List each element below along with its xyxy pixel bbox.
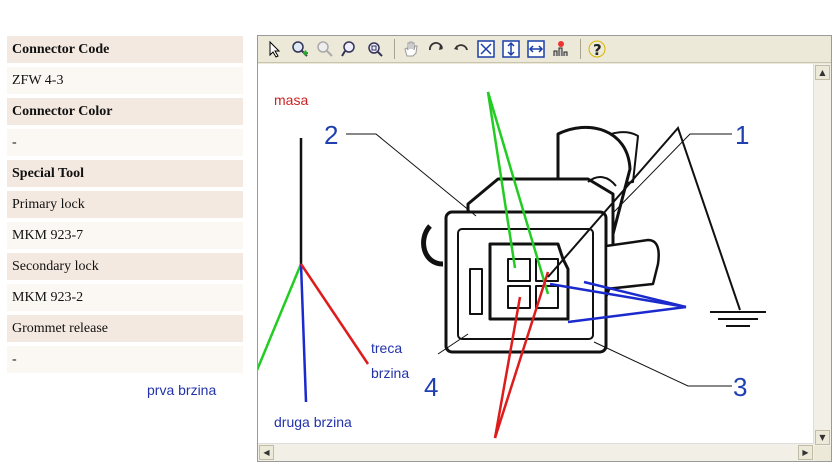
rotate-right-icon xyxy=(454,44,468,51)
info-value-row: ZFW 4-3 xyxy=(7,67,243,94)
info-value-row: MKM 923-2 xyxy=(7,284,243,311)
masa-label: masa xyxy=(274,92,309,108)
diagram-canvas[interactable]: 2 1 3 4 masa treca brzina druga brzina xyxy=(258,64,814,446)
info-value-row: MKM 923-7 xyxy=(7,222,243,249)
fit-all-icon xyxy=(477,40,495,58)
zoom-area-button[interactable] xyxy=(364,38,386,60)
treca-label-line1: treca xyxy=(371,340,403,356)
callout-2: 2 xyxy=(324,120,339,150)
treca-label-line2: brzina xyxy=(371,365,410,381)
toolbar-separator xyxy=(394,39,395,59)
callout-leaders xyxy=(346,133,732,387)
help-icon: ? xyxy=(588,40,606,58)
info-header-row: Connector Color xyxy=(7,98,243,125)
info-value-row: Primary lock xyxy=(7,191,243,218)
horizontal-scrollbar[interactable]: ◀ ▶ xyxy=(258,443,814,461)
tool-button[interactable] xyxy=(550,38,572,60)
fit-height-icon xyxy=(502,40,520,58)
druga-brzina-label: druga brzina xyxy=(274,414,352,430)
info-value-row: - xyxy=(7,129,243,156)
prva-brzina-label: prva brzina xyxy=(147,382,217,398)
scroll-down-button[interactable]: ▼ xyxy=(815,430,830,445)
zoom-in-icon xyxy=(292,41,308,57)
vertical-scrollbar[interactable]: ▲ ▼ xyxy=(813,64,831,446)
callout-3: 3 xyxy=(733,372,748,402)
info-value-row: - xyxy=(7,346,243,373)
druga-wire xyxy=(299,263,308,403)
rotate-left-button[interactable] xyxy=(425,38,447,60)
select-arrow-button[interactable] xyxy=(264,38,286,60)
rotate-left-icon xyxy=(429,42,443,51)
prva-wire xyxy=(258,263,303,372)
info-header-row: Connector Code xyxy=(7,36,243,63)
pan-hand-icon xyxy=(404,41,418,57)
select-arrow-icon xyxy=(269,40,281,58)
scroll-right-button[interactable]: ▶ xyxy=(798,445,813,460)
scroll-left-button[interactable]: ◀ xyxy=(259,445,274,460)
help-button[interactable]: ? xyxy=(586,38,608,60)
zoom-out-button[interactable] xyxy=(314,38,336,60)
scroll-up-button[interactable]: ▲ xyxy=(815,65,830,80)
fit-height-button[interactable] xyxy=(500,38,522,60)
fit-all-button[interactable] xyxy=(475,38,497,60)
callout-1: 1 xyxy=(735,120,750,150)
info-header-row: Special Tool xyxy=(7,160,243,187)
connector-diagram xyxy=(258,91,766,439)
info-value-row: Grommet release xyxy=(7,315,243,342)
svg-text:?: ? xyxy=(593,41,602,58)
treca-wire xyxy=(299,263,370,365)
toolbar-separator xyxy=(580,39,581,59)
viewer-toolbar: ? xyxy=(258,36,831,63)
connector-drawing xyxy=(444,125,660,354)
zoom-out-icon xyxy=(317,41,333,57)
diagram-viewer: ? xyxy=(257,35,832,462)
fit-width-button[interactable] xyxy=(525,38,547,60)
zoom-in-button[interactable] xyxy=(289,38,311,60)
info-value-row: Secondary lock xyxy=(7,253,243,280)
callout-4: 4 xyxy=(424,372,439,402)
zoom-find-button[interactable] xyxy=(339,38,361,60)
connector-latch xyxy=(421,224,444,267)
pan-hand-button[interactable] xyxy=(400,38,422,60)
zoom-area-icon xyxy=(368,42,383,57)
tool-icon xyxy=(553,41,568,56)
rotate-right-button[interactable] xyxy=(450,38,472,60)
fit-width-icon xyxy=(527,40,545,58)
zoom-find-icon xyxy=(341,41,355,57)
